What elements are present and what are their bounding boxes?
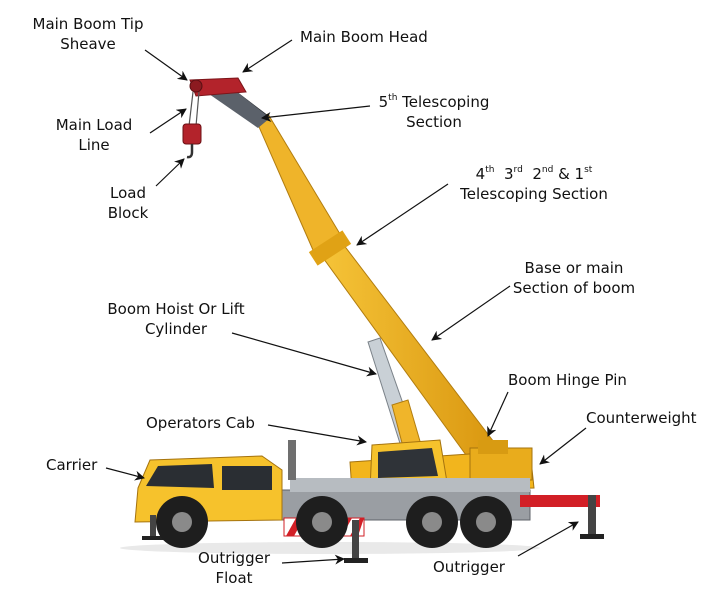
leader-arrows [105,39,587,565]
boom-fifth-section-upper [209,88,270,128]
outrigger-beam [520,495,600,507]
label-outrigger-float: Outrigger Float [198,549,270,587]
arrow-icon [149,108,187,134]
label-operators-cab: Operators Cab [146,414,255,432]
label-counterweight: Counterweight [586,409,697,427]
label-tip-sheave: Main Boom Tip Sheave [32,15,144,53]
arrow-icon [105,467,145,481]
label-load-line: Main Load Line [55,116,133,154]
main-load-line-2 [195,91,200,127]
main-load-line [188,91,194,127]
tip-sheave [189,79,203,93]
outrigger-pad [580,534,604,539]
arrow-icon [356,183,449,246]
load-block [182,123,202,145]
label-base-section: Base or main Section of boom [512,259,636,297]
arrow-icon [267,424,367,446]
boom-collar [308,230,352,266]
arrow-icon [431,285,511,341]
arrow-icon [144,49,188,81]
label-fifth-section: 5th Telescoping Section [378,93,490,131]
hook [186,144,194,159]
label-carrier: Carrier [46,456,98,474]
label-hinge-pin: Boom Hinge Pin [508,371,627,389]
label-outrigger: Outrigger [433,558,505,576]
boom-mid-sections [255,113,347,251]
outrigger-jack [588,495,596,535]
outrigger-float-jack [352,520,359,560]
exhaust-stack [288,440,296,480]
front-float-pad [142,536,164,540]
hinge-pin-area [478,440,508,454]
label-other-sections: 4th 3rd 2nd & 1st Telescoping Section [460,165,608,203]
label-boom-head: Main Boom Head [300,28,428,46]
carrier-windshield [146,464,214,488]
arrow-icon [155,158,185,187]
outrigger-float-pad [344,558,368,563]
arrow-icon [261,105,371,122]
wheels [156,496,512,548]
arrow-icon [242,39,293,73]
arrow-icon [517,521,579,557]
label-hoist-cylinder: Boom Hoist Or Lift Cylinder [107,300,245,338]
arrow-icon [539,427,587,465]
arrow-icon [281,554,345,565]
front-float-jack [150,515,156,537]
carrier-deck [290,478,530,492]
carrier-side-window [222,466,272,490]
arrow-icon [487,391,509,437]
label-load-block: Load Block [107,184,149,222]
arrow-icon [231,332,377,377]
operator-cab-window [378,448,438,478]
